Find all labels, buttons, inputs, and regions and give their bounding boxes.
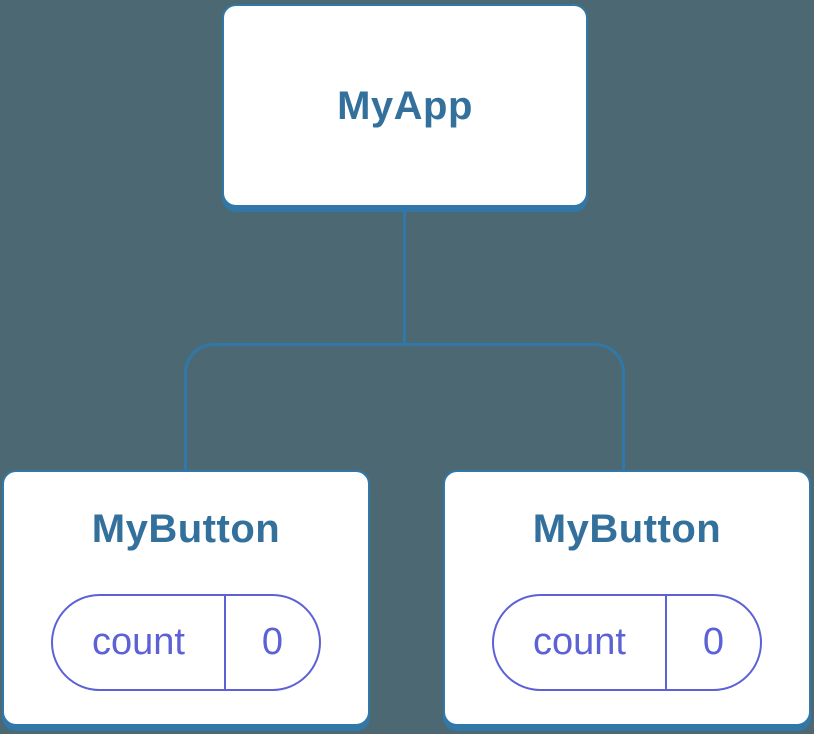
child-node-title: MyButton	[91, 507, 281, 551]
connector-branch-line	[184, 343, 625, 471]
state-key: count	[494, 596, 667, 689]
state-key: count	[53, 596, 226, 689]
state-value: 0	[261, 621, 284, 663]
state-value: 0	[702, 621, 725, 663]
child-node-left: MyButton count 0	[2, 470, 370, 726]
child-node-title: MyButton	[532, 507, 722, 551]
state-pill: count 0	[51, 594, 321, 691]
root-node: MyApp	[222, 4, 588, 207]
connector-stem-line	[403, 209, 406, 345]
state-pill: count 0	[492, 594, 762, 691]
child-node-right: MyButton count 0	[443, 470, 811, 726]
root-node-title: MyApp	[337, 83, 473, 128]
